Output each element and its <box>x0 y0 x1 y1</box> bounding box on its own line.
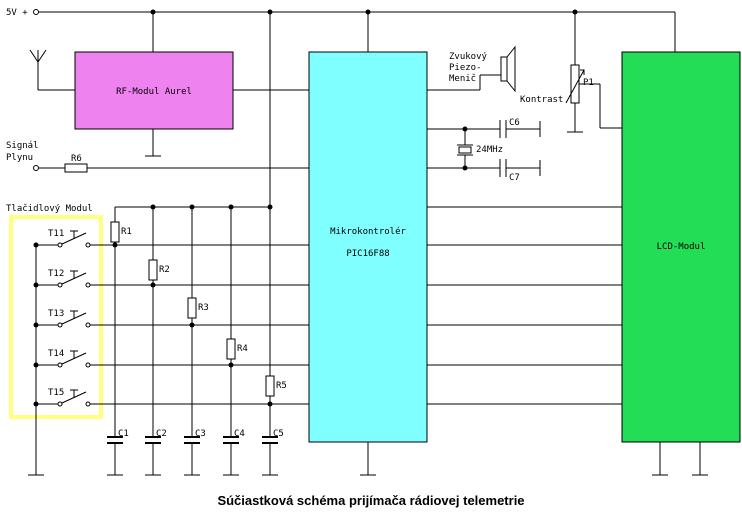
button-label-t12: T12 <box>48 269 64 279</box>
resistor-r4: R4 <box>226 338 248 368</box>
push-button-t11: T11 <box>33 229 309 248</box>
diagram-caption: Súčiastková schéma prijímača rádiovej te… <box>217 493 524 508</box>
button-label-t11: T11 <box>48 229 64 239</box>
capacitor-label-c5: C5 <box>273 429 284 439</box>
antenna-icon <box>29 49 75 91</box>
c6-label: C6 <box>509 118 520 128</box>
lcd-module-block <box>621 51 741 443</box>
gas-signal-input <box>33 163 309 173</box>
resistor-r5: R5 <box>265 375 287 407</box>
resistor-label-r4: R4 <box>237 344 248 354</box>
mcu-label-name: Mikrokontrolér <box>330 226 406 237</box>
crystal-label: 24MHz <box>476 145 503 155</box>
button-label-t15: T15 <box>48 388 64 398</box>
button-label-t14: T14 <box>48 349 64 359</box>
buzzer-label-1: Zvukový <box>449 52 488 62</box>
button-module-frame <box>9 215 103 419</box>
rf-module-label: RF-Modul Aurel <box>116 87 192 97</box>
button-module-label: Tlačidlový Modul <box>6 203 93 214</box>
resistor-label-r3: R3 <box>198 303 209 313</box>
resistor-label-r1: R1 <box>121 227 132 237</box>
push-button-t15: T15 <box>33 388 309 407</box>
lcd-module-label: LCD-Modul <box>657 242 706 252</box>
buzzer-label-2: Piezo- <box>449 63 482 73</box>
signal-label-2: Plynu <box>6 153 33 163</box>
supply-label: 5V + <box>6 8 28 18</box>
capacitor-label-c2: C2 <box>156 429 167 439</box>
buzzer-label-3: Menič <box>449 73 476 84</box>
push-button-t12: T12 <box>33 269 309 288</box>
piezo-buzzer-icon <box>427 45 516 93</box>
resistor-label-r2: R2 <box>159 265 170 275</box>
capacitor-label-c3: C3 <box>195 429 206 439</box>
mcu-lcd-bus <box>427 206 622 405</box>
capacitor-c3: C3 <box>184 325 206 476</box>
pot-label: P1 <box>583 78 594 88</box>
r6-label: R6 <box>71 154 82 164</box>
push-button-t14: T14 <box>33 349 309 368</box>
capacitor-label-c4: C4 <box>234 429 245 439</box>
contrast-potentiometer-icon <box>565 12 622 133</box>
crystal-oscillator-icon <box>427 120 541 177</box>
rf-module-block <box>74 51 234 130</box>
resistor-r6-symbol <box>64 163 88 173</box>
resistor-label-r5: R5 <box>276 381 287 391</box>
button-label-t13: T13 <box>48 309 64 319</box>
c7-label: C7 <box>509 173 520 183</box>
capacitor-c2: C2 <box>145 285 167 476</box>
capacitor-c4: C4 <box>223 365 245 476</box>
contrast-label: Kontrast <box>520 95 563 105</box>
resistor-r2: R2 <box>148 259 170 288</box>
resistor-r3: R3 <box>187 297 209 328</box>
resistor-r1: R1 <box>110 221 132 248</box>
mcu-label-part: PIC16F88 <box>346 249 389 259</box>
capacitor-c5: C5 <box>262 404 284 476</box>
signal-label-1: Signál <box>6 141 39 151</box>
microcontroller-block <box>308 51 428 443</box>
supply-rail <box>33 9 676 52</box>
capacitor-c1: C1 <box>107 245 129 476</box>
push-button-t13: T13 <box>33 309 309 328</box>
capacitor-label-c1: C1 <box>118 429 129 439</box>
